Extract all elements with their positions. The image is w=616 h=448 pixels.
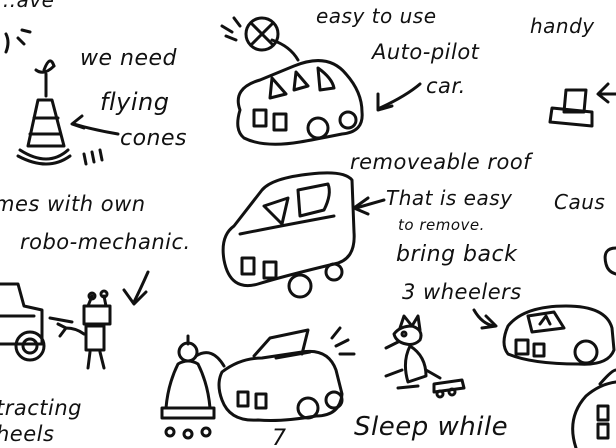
note-wheels-partial: heels — [0, 422, 55, 446]
note-robo-mechanic: robo-mechanic. — [20, 230, 191, 254]
note-partial-top-left: ...ave — [0, 0, 55, 12]
note-retracting-partial: tracting — [0, 396, 82, 420]
top-left-squiggle-icon — [6, 30, 30, 52]
note-to-remove: to remove. — [398, 216, 485, 234]
convertible-car-icon — [219, 328, 354, 421]
arrow-to-cone-icon — [72, 116, 118, 134]
note-seven-partial: 7 — [272, 426, 287, 448]
arrow-to-roof-car-icon — [354, 198, 384, 214]
robot-figure-icon — [162, 336, 224, 438]
note-bring-back: bring back — [396, 242, 518, 267]
note-three-wheelers: 3 wheelers — [402, 280, 522, 304]
arrow-to-mechanic-icon — [124, 272, 148, 304]
note-sleep-while: Sleep while — [354, 412, 509, 442]
flying-cone-icon — [18, 61, 102, 164]
seat-icon — [550, 84, 616, 126]
note-removeable-roof: removeable roof — [350, 150, 532, 174]
note-flying: flying — [100, 88, 170, 116]
satellite-dish-icon — [222, 18, 298, 60]
autopilot-car-icon — [238, 61, 362, 145]
note-car: car. — [426, 74, 466, 98]
note-auto-pilot: Auto-pilot — [372, 40, 480, 64]
three-wheeler-car-icon — [504, 306, 614, 364]
note-cones: cones — [120, 126, 187, 151]
robo-mechanic-icon — [58, 291, 110, 368]
note-we-need: we need — [80, 46, 177, 71]
note-comes-with-own: mes with own — [0, 192, 146, 216]
arrow-to-three-wheeler-icon — [474, 310, 496, 328]
note-easy-to-use: easy to use — [316, 4, 437, 28]
fox-rollerskate-icon — [386, 316, 464, 397]
roof-car-icon — [223, 173, 354, 297]
tow-truck-icon — [0, 284, 72, 360]
note-cause-partial: Caus — [554, 190, 606, 214]
arrow-to-car-icon — [378, 84, 420, 110]
note-handy-partial: handy — [530, 14, 595, 38]
right-edge-shape-icon — [573, 248, 616, 448]
note-that-is-easy: That is easy — [386, 186, 513, 210]
